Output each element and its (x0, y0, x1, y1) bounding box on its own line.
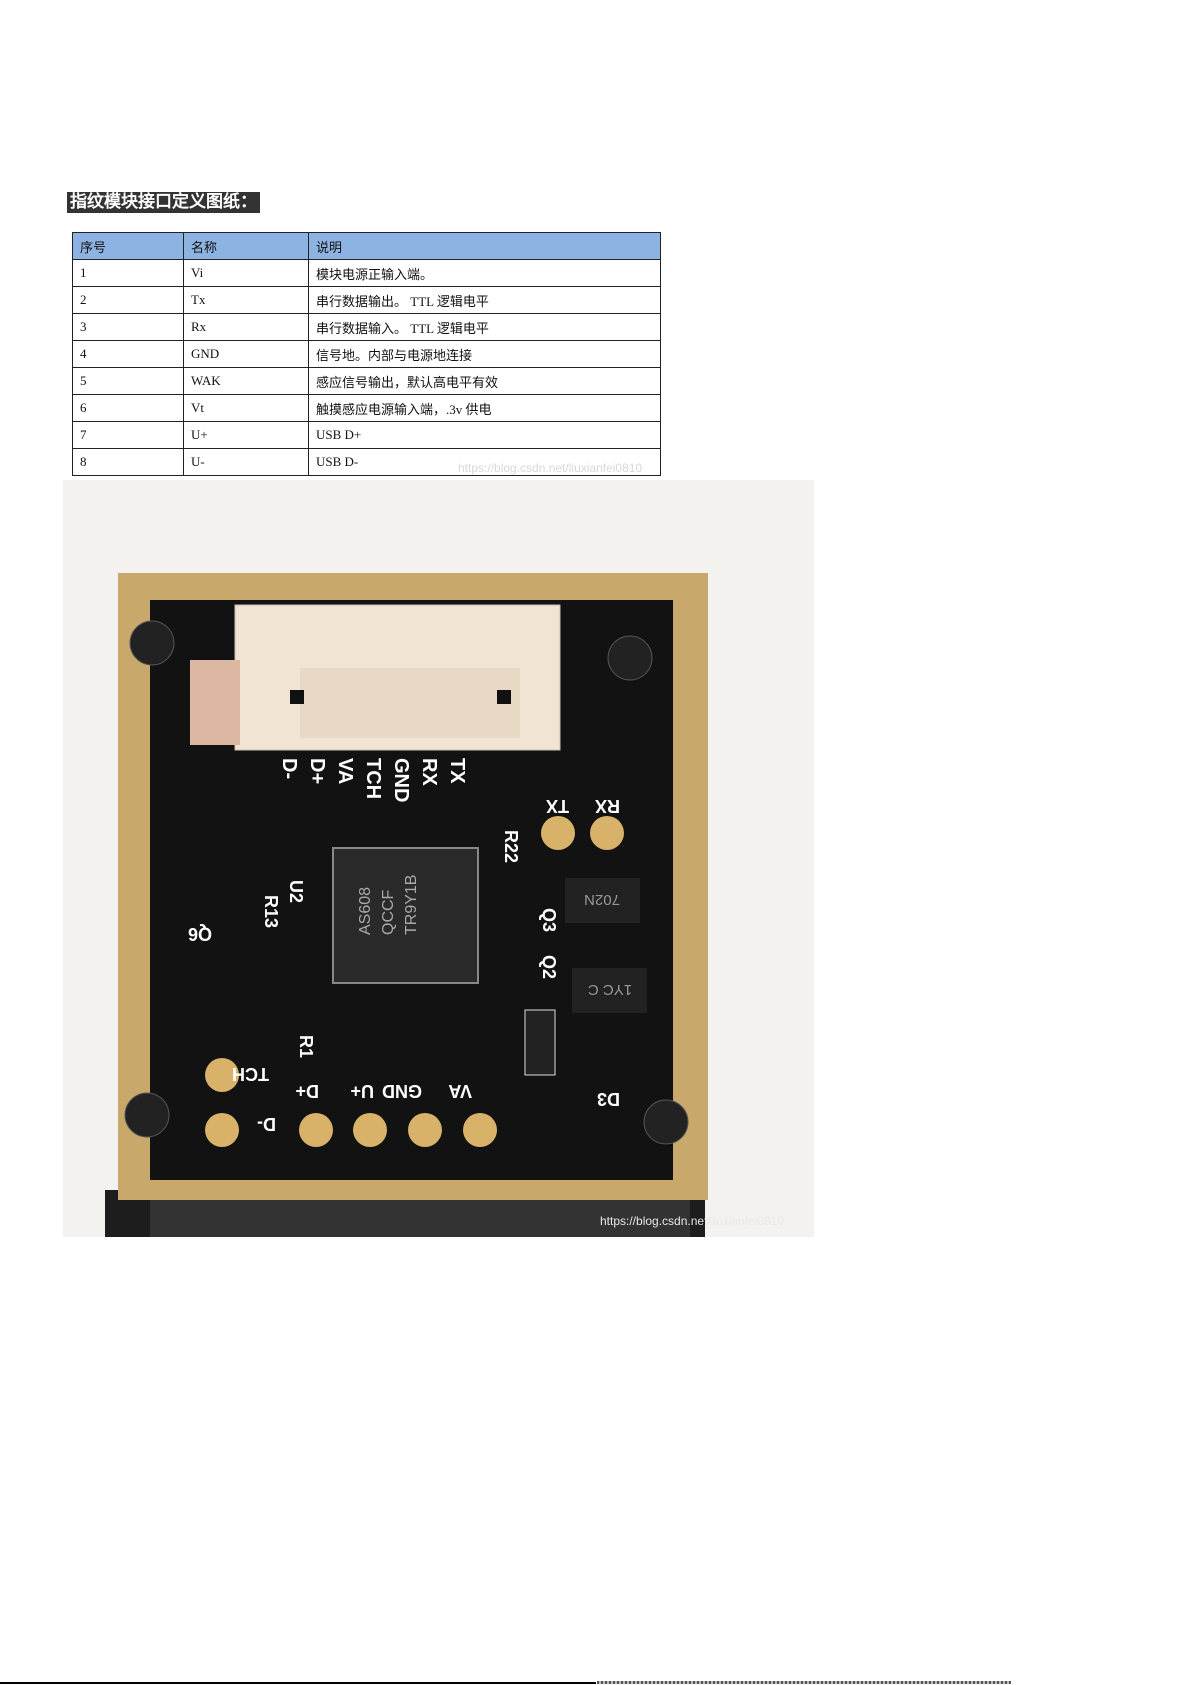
header-name: 名称 (183, 232, 309, 260)
cell-description: 信号地。内部与电源地连接 (308, 340, 661, 368)
label-u2: U2 (286, 880, 306, 903)
photo-watermark: https://blog.csdn.net/liuxianfei0810 (600, 1214, 784, 1228)
chip-text: AS608 (357, 887, 374, 935)
label-q3: Q3 (539, 908, 559, 932)
cell-index: 4 (72, 340, 184, 368)
cell-index: 8 (72, 448, 184, 476)
connector-label: TX (446, 758, 468, 784)
cell-description: 感应信号输出，默认高电平有效 (308, 367, 661, 395)
label-rx: RX (595, 796, 620, 816)
pad-label: GND (382, 1081, 422, 1101)
pad-label: TCH (232, 1064, 269, 1084)
header-index: 序号 (72, 232, 184, 260)
cell-name: U+ (183, 421, 309, 449)
q2-transistor (572, 968, 647, 1013)
cell-index: 7 (72, 421, 184, 449)
q3-transistor (565, 878, 640, 923)
cell-name: GND (183, 340, 309, 368)
label-tx: TX (546, 796, 569, 816)
pads (205, 816, 624, 1147)
cell-index: 1 (72, 259, 184, 287)
as608-chip (332, 847, 479, 984)
cell-index: 3 (72, 313, 184, 341)
chip-text: TR9Y1B (403, 875, 420, 935)
section-title: 指纹模块接口定义图纸： (67, 192, 260, 213)
cell-description: 模块电源正输入端。 (308, 259, 661, 287)
connector-label: VA (334, 758, 356, 784)
connector-label: D+ (306, 758, 328, 784)
q2-marking: 1YC C (588, 981, 632, 998)
footer-rule-dotted (597, 1681, 1011, 1684)
cell-name: U- (183, 448, 309, 476)
cell-index: 6 (72, 394, 184, 422)
cell-description: 串行数据输入。 TTL 逻辑电平 (308, 313, 661, 341)
pad-label: U+ (350, 1081, 374, 1101)
pad-label: VA (448, 1081, 472, 1101)
connector-label: TCH (362, 758, 384, 799)
watermark: https://blog.csdn.net/liuxianfei0810 (458, 461, 643, 475)
cell-description: 串行数据输出。 TTL 逻辑电平 (308, 286, 661, 314)
label-q2: Q2 (539, 955, 559, 979)
label-r1: R1 (296, 1035, 316, 1058)
label-r13: R13 (261, 895, 281, 928)
chip-text: QCCF (380, 889, 397, 935)
cell-index: 2 (72, 286, 184, 314)
connector-label: GND (390, 758, 412, 802)
table-header-row: 序号 名称 说明 (72, 232, 661, 260)
footer-rule (0, 1682, 596, 1684)
cell-name: Vt (183, 394, 309, 422)
cell-name: Rx (183, 313, 309, 341)
cell-description: USB D+ (308, 421, 661, 449)
cell-name: Vi (183, 259, 309, 287)
cell-description: USB D- (308, 448, 661, 476)
connector-label: RX (418, 758, 440, 786)
cell-name: WAK (183, 367, 309, 395)
q3-marking: 702N (584, 891, 620, 908)
label-q6: Q6 (188, 924, 212, 944)
label-d3: D3 (597, 1089, 620, 1109)
cell-description: 触摸感应电源输入端，.3v 供电 (308, 394, 661, 422)
connector-label: D- (278, 758, 300, 779)
cell-name: Tx (183, 286, 309, 314)
header-description: 说明 (308, 232, 661, 260)
pad-label: D- (257, 1114, 276, 1134)
pad-label: D+ (295, 1081, 319, 1101)
cell-index: 5 (72, 367, 184, 395)
screw-icons (124, 620, 689, 1145)
label-r22: R22 (501, 830, 521, 863)
